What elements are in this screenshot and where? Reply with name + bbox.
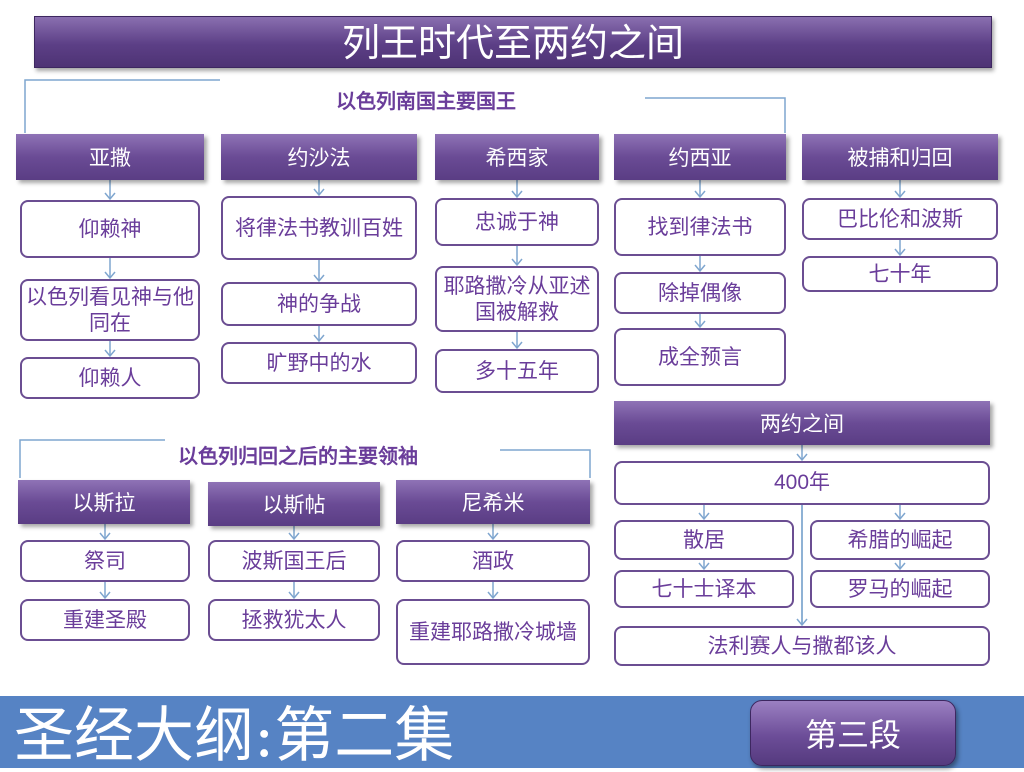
king-header-jehoshaphat: 约沙法 [221,134,417,180]
arrowhead [796,618,808,627]
years-box: 400年 [614,461,990,505]
arrowhead [511,341,523,350]
return-leaders-heading: 以色列归回之后的主要领袖 [178,444,418,468]
arrowhead [99,532,111,541]
arrowhead [487,532,499,541]
arrowhead [313,188,325,197]
arrowhead [698,512,710,521]
footer-title: 圣经大纲:第二集 [14,701,455,771]
arrowhead [313,274,325,283]
south-kings-heading: 以色列南国主要国王 [336,89,516,113]
asa-item-3: 仰赖人 [20,357,200,399]
asa-item-1: 仰赖神 [20,200,200,258]
between-bottom-item: 法利赛人与撒都该人 [614,626,990,666]
arrowhead [894,190,906,199]
arrowhead [104,271,116,280]
leader-header-ezra: 以斯拉 [18,480,190,524]
leader-header-nehemiah: 尼希米 [396,480,590,524]
hezekiah-item-2: 耶路撒冷从亚述国被解救 [435,266,599,332]
asa-item-2: 以色列看见神与他同在 [20,279,200,341]
josiah-item-3: 成全预言 [614,328,786,386]
nehemiah-item-2: 重建耶路撒冷城墙 [396,599,590,665]
between-right-item-1: 希腊的崛起 [810,520,990,560]
ezra-item-2: 重建圣殿 [20,599,190,641]
between-left-item-1: 散居 [614,520,794,560]
arrowhead [894,248,906,257]
captivity-header: 被捕和归回 [802,134,998,180]
arrowhead [894,562,906,571]
arrowhead [104,349,116,358]
arrowhead [313,334,325,343]
arrowhead [698,562,710,571]
captivity-item-1: 巴比伦和波斯 [802,198,998,240]
king-header-hezekiah: 希西家 [435,134,599,180]
between-left-item-2: 七十士译本 [614,570,794,608]
arrowhead [511,190,523,199]
arrowhead [511,258,523,267]
arrowhead [894,512,906,521]
king-header-asa: 亚撒 [16,134,204,180]
jehoshaphat-item-3: 旷野中的水 [221,342,417,384]
intertestamental-header: 两约之间 [614,401,990,445]
arrowhead [487,591,499,600]
jehoshaphat-item-2: 神的争战 [221,282,417,326]
arrowhead [99,591,111,600]
esther-item-1: 波斯国王后 [208,540,380,582]
captivity-item-2: 七十年 [802,256,998,292]
king-header-josiah: 约西亚 [614,134,786,180]
arrowhead [694,320,706,329]
hezekiah-item-3: 多十五年 [435,349,599,393]
arrowhead [796,453,808,462]
arrowhead [694,190,706,199]
between-right-item-2: 罗马的崛起 [810,570,990,608]
ezra-item-1: 祭司 [20,540,190,582]
leader-header-esther: 以斯帖 [208,482,380,526]
esther-item-2: 拯救犹太人 [208,599,380,641]
arrowhead [288,532,300,541]
segment-button[interactable]: 第三段 [750,700,956,766]
nehemiah-item-1: 酒政 [396,540,590,582]
arrowhead [694,264,706,273]
page-title: 列王时代至两约之间 [34,16,992,68]
josiah-item-2: 除掉偶像 [614,272,786,314]
jehoshaphat-item-1: 将律法书教训百姓 [221,196,417,260]
hezekiah-item-1: 忠诚于神 [435,198,599,246]
arrowhead [104,192,116,201]
arrowhead [288,591,300,600]
josiah-item-1: 找到律法书 [614,198,786,256]
